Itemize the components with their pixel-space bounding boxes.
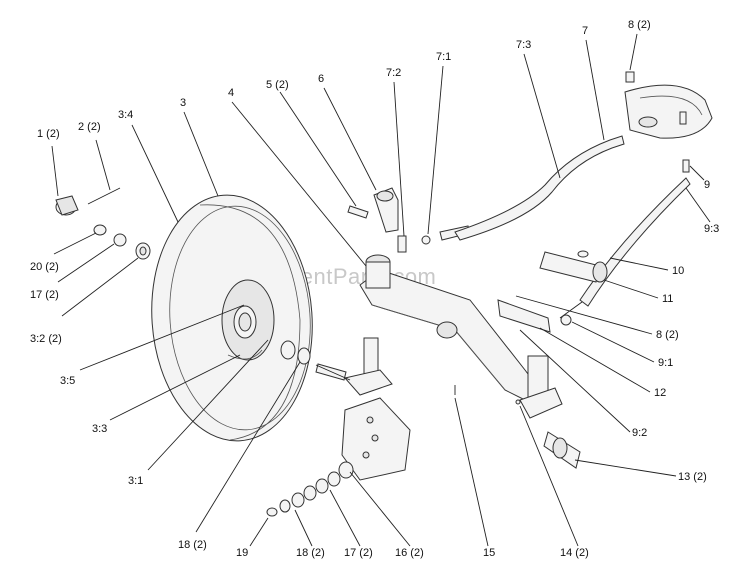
callout-17-2-left: 17 (2) bbox=[30, 289, 59, 301]
callout-3-1: 3:1 bbox=[128, 475, 143, 487]
callout-3-4: 3:4 bbox=[118, 109, 133, 121]
callout-17-2-bot: 17 (2) bbox=[344, 547, 373, 559]
spindle-right bbox=[497, 299, 581, 469]
leader-lines bbox=[51, 33, 711, 547]
callout-12: 12 bbox=[654, 387, 666, 399]
pivot-bracket bbox=[539, 250, 608, 283]
tire-wheel bbox=[151, 194, 313, 442]
callout-labels: 1 (2) 2 (2) 3:4 3 4 5 (2) 6 7:2 7:1 7:3 … bbox=[30, 19, 719, 559]
callout-3-3: 3:3 bbox=[92, 423, 107, 435]
callout-7: 7 bbox=[582, 25, 588, 37]
washer-stack bbox=[266, 461, 354, 517]
callout-9-2: 9:2 bbox=[632, 427, 647, 439]
mounting-plate bbox=[341, 397, 411, 481]
steering-arm bbox=[347, 187, 399, 233]
callout-2-2: 2 (2) bbox=[78, 121, 101, 133]
callout-10: 10 bbox=[672, 265, 684, 277]
callout-7-1: 7:1 bbox=[436, 51, 451, 63]
callout-5-2: 5 (2) bbox=[266, 79, 289, 91]
callout-13-2: 13 (2) bbox=[678, 471, 707, 483]
callout-3-2-2: 3:2 (2) bbox=[30, 333, 62, 345]
callout-6: 6 bbox=[318, 73, 324, 85]
callout-16-2: 16 (2) bbox=[395, 547, 424, 559]
callout-19: 19 bbox=[236, 547, 248, 559]
callout-9-1: 9:1 bbox=[658, 357, 673, 369]
callout-11: 11 bbox=[662, 293, 673, 305]
callout-7-3: 7:3 bbox=[516, 39, 531, 51]
tie-rod bbox=[454, 135, 625, 241]
drag-link bbox=[559, 177, 691, 326]
callout-8-2-mid: 8 (2) bbox=[656, 329, 679, 341]
callout-9-3: 9:3 bbox=[704, 223, 719, 235]
wheel-hardware-left bbox=[55, 187, 151, 260]
callout-7-2: 7:2 bbox=[386, 67, 401, 79]
callout-8-2-top: 8 (2) bbox=[628, 19, 651, 31]
callout-3-5: 3:5 bbox=[60, 375, 75, 387]
callout-4: 4 bbox=[228, 87, 234, 99]
callout-18-2-left: 18 (2) bbox=[178, 539, 207, 551]
callout-3: 3 bbox=[180, 97, 186, 109]
spindle-left bbox=[315, 337, 393, 396]
callout-15: 15 bbox=[483, 547, 495, 559]
callout-9: 9 bbox=[704, 179, 710, 191]
callout-18-2-bot: 18 (2) bbox=[296, 547, 325, 559]
callout-20-2: 20 (2) bbox=[30, 261, 59, 273]
sector-gear bbox=[624, 71, 713, 173]
callout-1-2: 1 (2) bbox=[37, 128, 60, 140]
callout-14-2: 14 (2) bbox=[560, 547, 589, 559]
